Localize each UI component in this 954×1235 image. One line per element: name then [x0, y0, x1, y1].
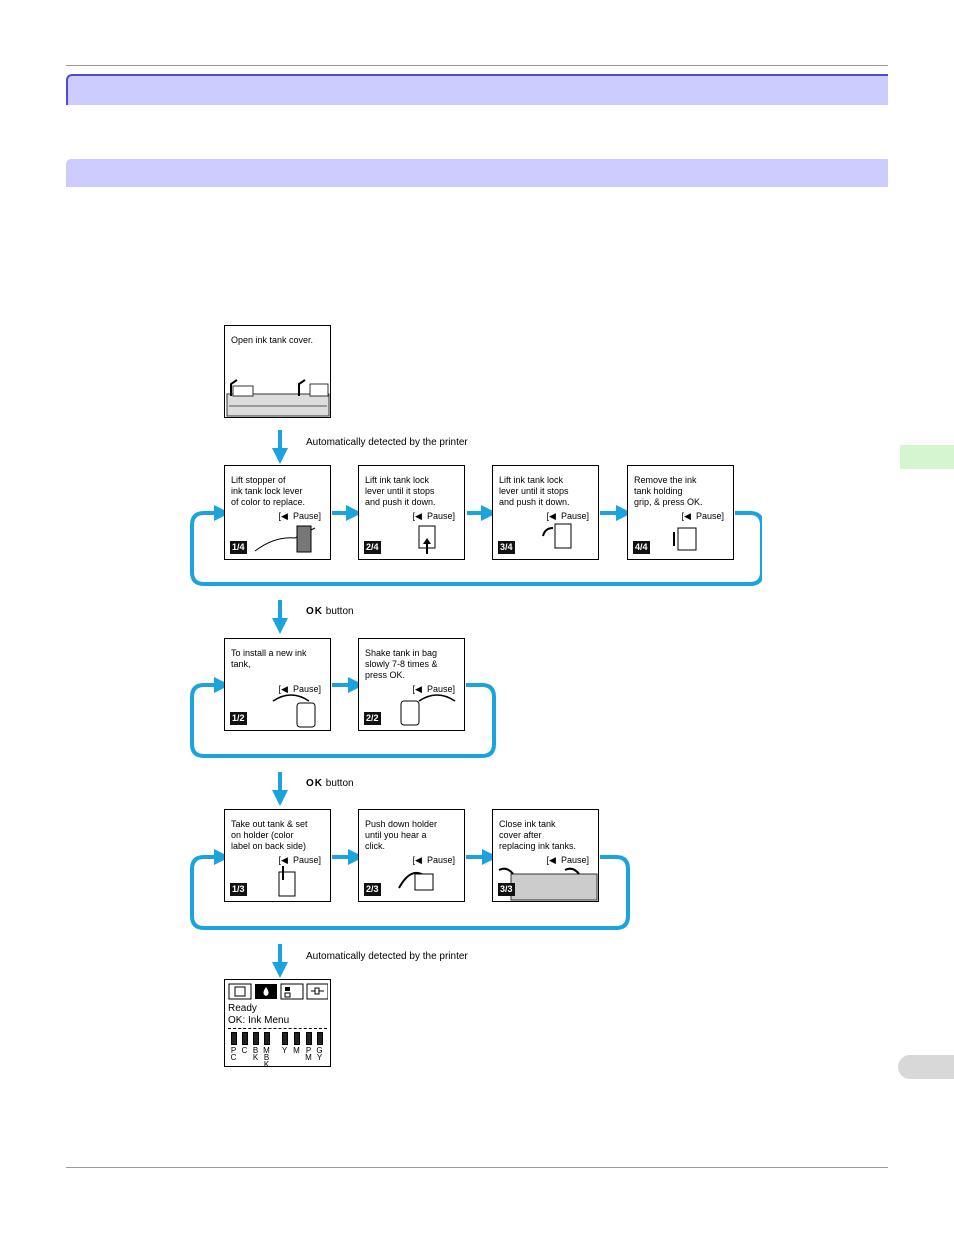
lcd-status: Ready: [228, 1003, 257, 1014]
ink-tank-bag-icon: [272, 694, 316, 728]
shake-tank-icon: [400, 694, 456, 726]
screen-step-2-2: Shake tank in bag slowly 7-8 times & pre…: [358, 638, 465, 731]
ink-bar: [305, 1032, 312, 1045]
screen-step-2-4: Lift ink tank lock lever until it stops …: [358, 465, 465, 560]
auto-detect-note-2: Automatically detected by the printer: [306, 951, 468, 962]
flow-arrows: [190, 430, 762, 978]
screen-step-1-4: Lift stopper of ink tank lock lever of c…: [224, 465, 331, 560]
bottom-rule: [66, 1167, 888, 1168]
ink-level-m: M: [292, 1032, 301, 1055]
ink-label: Y: [281, 1046, 288, 1055]
screen-text: Open ink tank cover.: [231, 335, 314, 345]
ink-label: C: [241, 1046, 248, 1055]
screen-step-1-2: To install a new ink tank, [◀ Pause] 1/2: [224, 638, 331, 731]
index-side-tab[interactable]: [898, 1055, 954, 1079]
ink-bar: [252, 1032, 259, 1045]
section-heading-bar: [66, 74, 888, 105]
ink-replacement-flow-diagram: Open ink tank cover. Automatically detec…: [190, 318, 762, 1070]
top-rule: [66, 65, 888, 66]
screen-step-4-4: Remove the ink tank holding grip, & pres…: [627, 465, 734, 560]
chapter-side-tab[interactable]: [900, 445, 954, 469]
ink-bar: [230, 1032, 237, 1045]
printer-cover-icon: [226, 379, 330, 417]
lcd-divider: [228, 1028, 327, 1029]
close-cover-icon: [498, 867, 598, 901]
ink-level-y: Y: [280, 1032, 289, 1055]
grip-remove-icon: [673, 527, 697, 551]
ok-button-note-1: OK button: [306, 606, 354, 617]
ink-level-c: C: [240, 1032, 249, 1055]
push-holder-icon: [398, 872, 434, 891]
ink-bar: [316, 1032, 323, 1045]
screen-open-cover: Open ink tank cover.: [224, 325, 331, 418]
auto-detect-note-1: Automatically detected by the printer: [306, 437, 468, 448]
ink-bar: [281, 1032, 288, 1045]
lcd-menu: OK: Ink Menu: [228, 1015, 290, 1026]
screen-step-2-3: Push down holder until you hear a click.…: [358, 809, 465, 902]
ink-label: M: [293, 1046, 300, 1055]
screen-step-3-4: Lift ink tank lock lever until it stops …: [492, 465, 599, 560]
ink-bar: [241, 1032, 248, 1045]
subsection-heading-bar: [66, 159, 888, 187]
job-icon: [280, 983, 304, 1000]
push-lever-icon: [542, 523, 572, 549]
screen-step-1-3: Take out tank & set on holder (color lab…: [224, 809, 331, 902]
ok-button-note-2: OK button: [306, 778, 354, 789]
set-tank-icon: [278, 866, 296, 897]
lock-lever-icon: [418, 525, 436, 554]
screen-step-3-3: Close ink tank cover after replacing ink…: [492, 809, 599, 902]
ink-bar: [263, 1032, 270, 1045]
hand-lever-icon: [254, 525, 316, 553]
ink-bar: [293, 1032, 300, 1045]
lcd-tab-bar: [228, 983, 328, 1000]
